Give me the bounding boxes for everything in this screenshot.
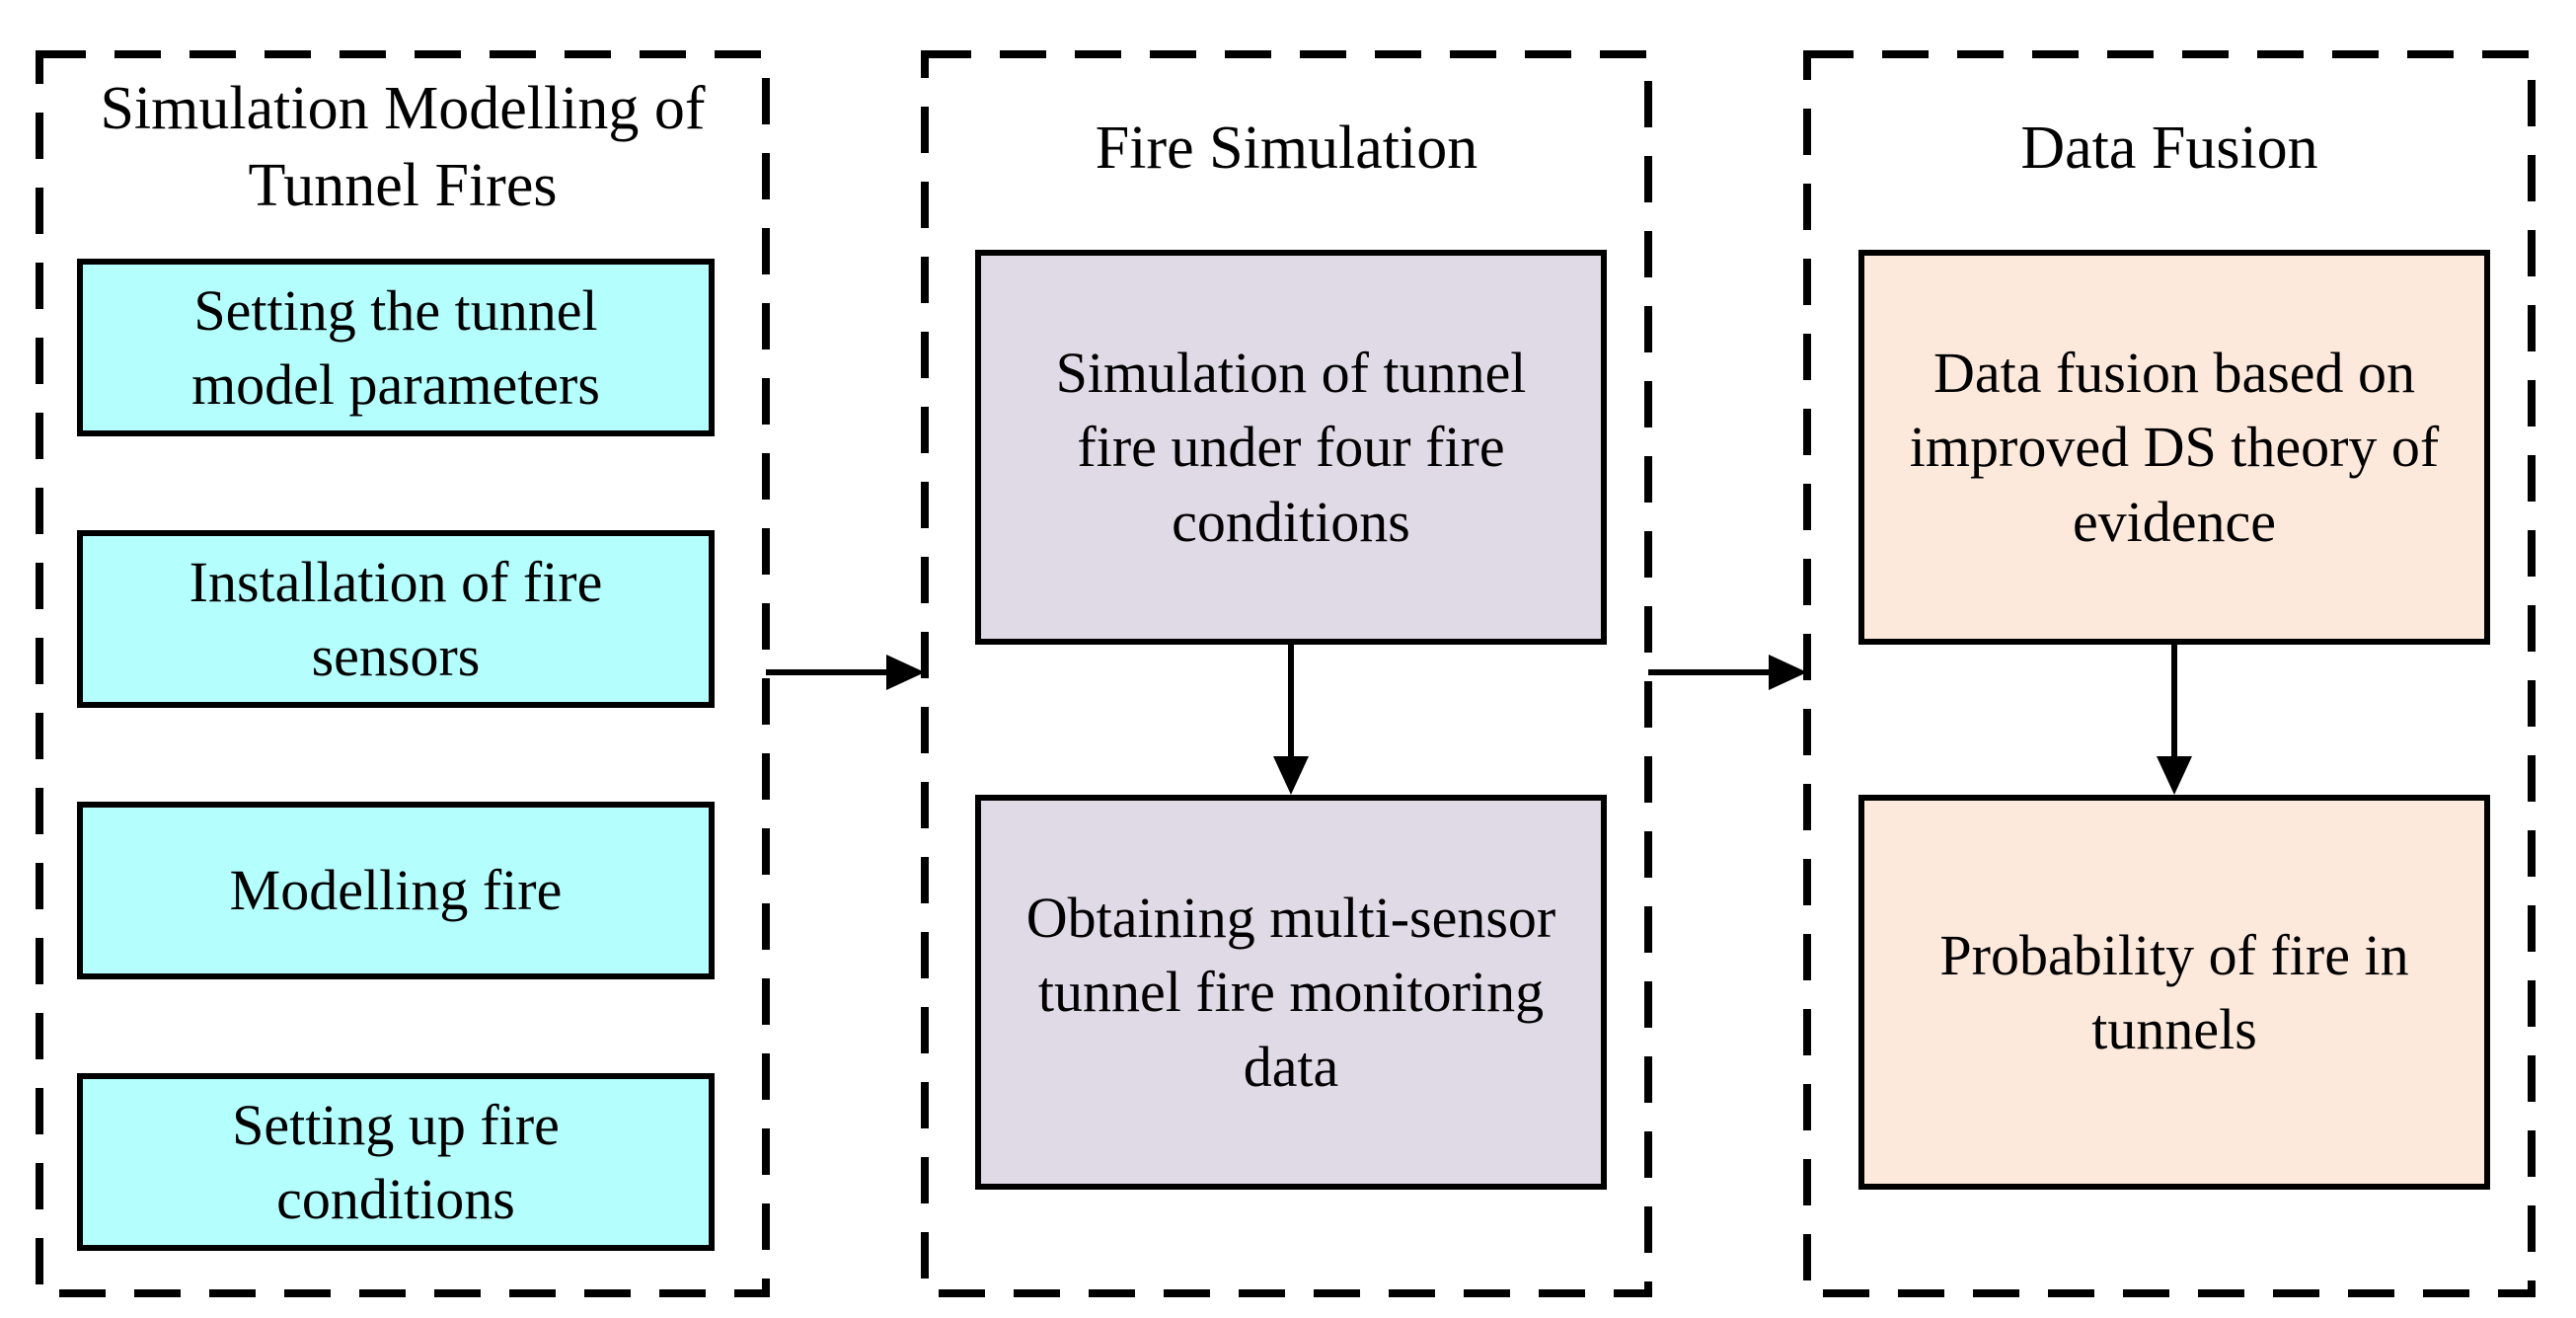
arrow-fusion-to-probability xyxy=(2157,645,2192,795)
arrow-left-to-middle xyxy=(766,655,925,690)
step-box-setting-tunnel-model-parameters: Setting the tunnel model parameters xyxy=(77,259,715,436)
column-title-simulation-modelling: Simulation Modelling of Tunnel Fires xyxy=(100,75,706,219)
arrow-middle-to-right xyxy=(1648,655,1807,690)
middle-column-dashed-border xyxy=(921,50,1652,1297)
column-title-data-fusion: Data Fusion xyxy=(2020,115,2318,182)
step-box-setting-up-fire-conditions: Setting up fire conditions xyxy=(77,1073,715,1251)
step-box-simulation-of-tunnel-fire: Simulation of tunnel fire under four fir… xyxy=(975,250,1607,645)
column-title-fire-simulation: Fire Simulation xyxy=(1095,115,1478,182)
step-box-obtaining-multi-sensor-data: Obtaining multi-sensor tunnel fire monit… xyxy=(975,795,1607,1190)
right-column-dashed-border xyxy=(1803,50,2536,1297)
step-box-installation-of-fire-sensors: Installation of fire sensors xyxy=(77,530,715,708)
left-column-dashed-border xyxy=(36,50,770,1297)
step-box-modelling-fire: Modelling fire xyxy=(77,802,715,979)
arrow-simulation-to-data xyxy=(1273,645,1309,795)
step-box-probability-of-fire-in-tunnels: Probability of fire in tunnels xyxy=(1858,795,2490,1190)
step-box-data-fusion-ds-theory: Data fusion based on improved DS theory … xyxy=(1858,250,2490,645)
